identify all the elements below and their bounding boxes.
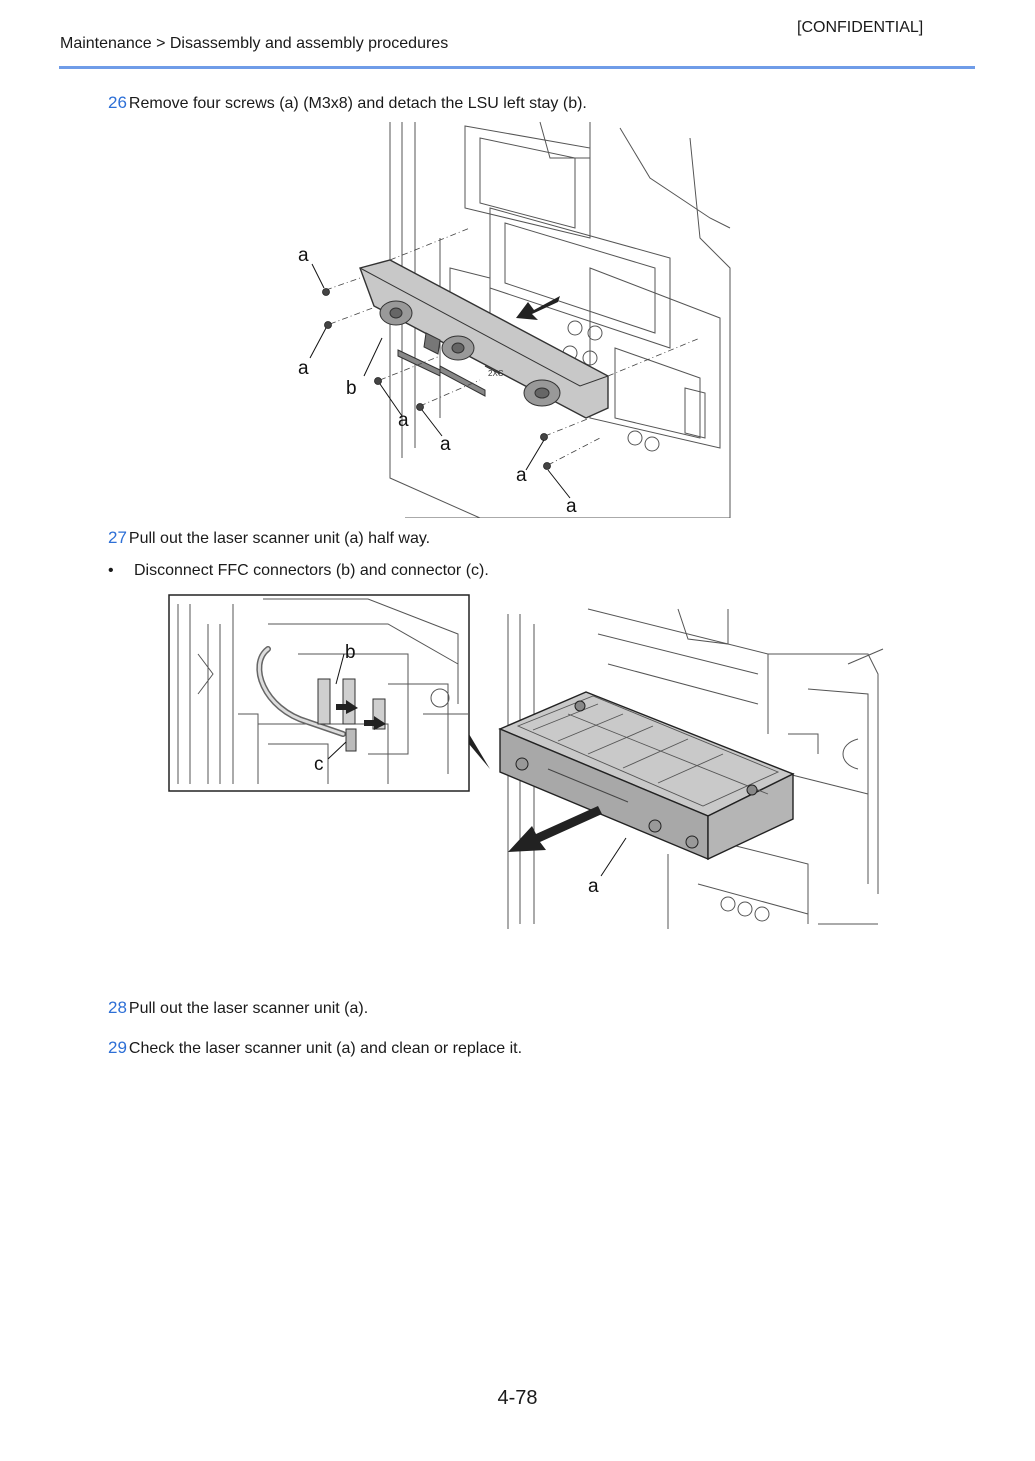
figure-laser-scanner-pull: b c [168,594,888,934]
step-text: Check the laser scanner unit (a) and cle… [128,1040,523,1057]
breadcrumb: Maintenance > Disassembly and assembly p… [60,35,449,52]
callout-a-3: a [398,410,409,431]
callout-a-1: a [298,245,309,266]
step-number: 27 [108,528,127,547]
lsu-left-stay: 2XC [359,259,609,419]
lsu-left-stay-illustration: 2XC a a b a a a [298,121,731,518]
step-text: Pull out the laser scanner unit (a). [128,1000,369,1017]
callout-b: b [345,642,356,663]
bullet-text: Disconnect FFC connectors (b) and connec… [134,562,489,579]
step-number: 26 [108,93,127,112]
callout-a-5: a [516,465,527,486]
callout-b: b [346,378,357,399]
callout-a-4: a [440,434,451,455]
inset-pointer [469,734,490,769]
callout-a-2: a [298,358,309,379]
header-divider [59,66,975,69]
removal-arrow [516,296,560,320]
page-number: 4-78 [497,1387,538,1409]
bullet-symbol: • [108,562,114,579]
laser-scanner-illustration: b c [168,594,884,929]
pull-arrow [508,806,602,852]
svg-text:2XC: 2XC [488,369,504,378]
confidential-label: [CONFIDENTIAL] [797,19,924,36]
step-text: Pull out the laser scanner unit (a) half… [128,530,431,547]
step-text: Remove four screws (a) (M3x8) and detach… [128,95,587,112]
step-number: 29 [108,1038,127,1057]
bullet-disconnect-connectors: • Disconnect FFC connectors (b) and conne… [108,562,489,580]
step-number: 28 [108,998,127,1017]
connector-detail-inset: b c [168,594,470,792]
callout-a: a [588,876,599,897]
callout-a-6: a [566,496,577,517]
laser-scanner-unit [498,691,795,861]
figure-lsu-left-stay: 2XC a a b a a a [290,118,750,518]
callout-c: c [314,754,324,775]
